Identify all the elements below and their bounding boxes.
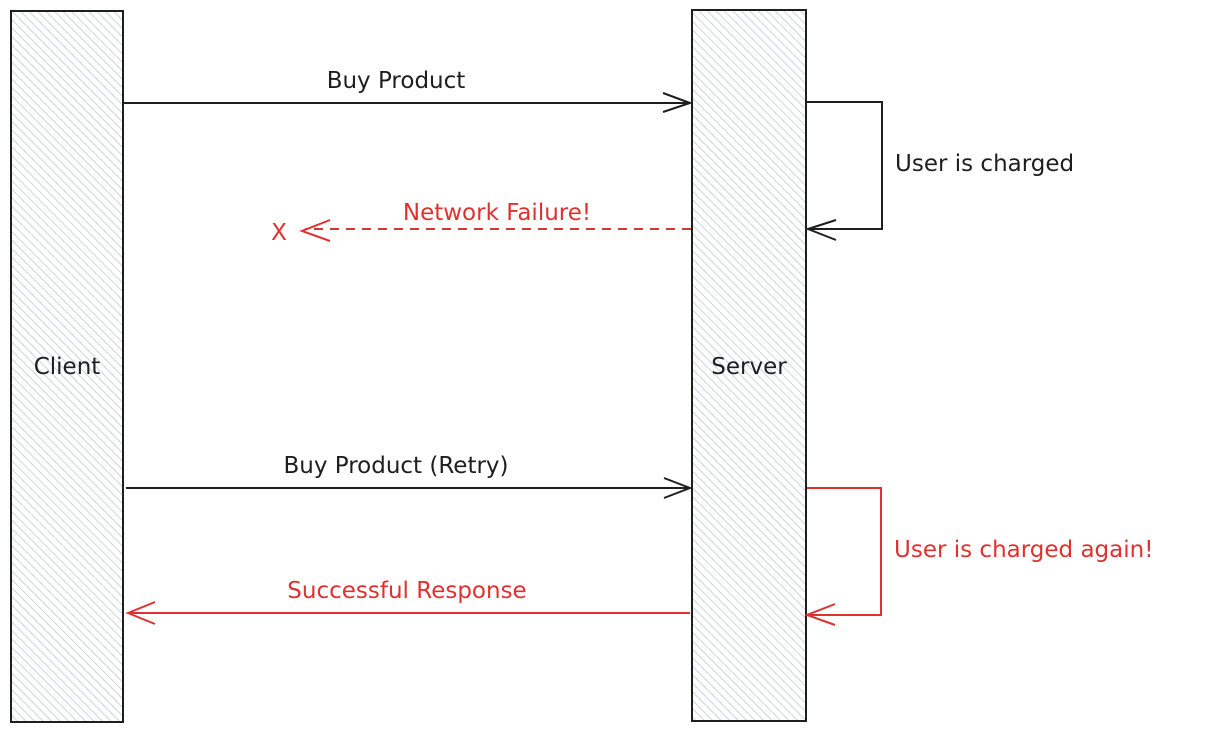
- server-label: Server: [711, 354, 787, 380]
- server-lifeline-box[interactable]: [691, 9, 807, 722]
- arrowhead-left-icon: [804, 603, 836, 626]
- server-lifeline[interactable]: Server: [691, 9, 807, 722]
- self-loop-user-charged[interactable]: User is charged: [805, 101, 1074, 241]
- arrowhead-left-icon: [805, 219, 837, 241]
- self-loop-user-charged-again[interactable]: User is charged again!: [804, 487, 1153, 626]
- message-network-failure[interactable]: Network Failure! X: [271, 200, 691, 246]
- arrowhead-right-icon: [663, 477, 693, 499]
- arrowhead-right-icon: [662, 92, 694, 113]
- loop-line: [807, 101, 883, 230]
- message-successful-response[interactable]: Successful Response: [125, 578, 690, 625]
- client-lifeline[interactable]: Client: [10, 10, 124, 723]
- message-buy-product-retry[interactable]: Buy Product (Retry): [126, 453, 693, 499]
- loop-label: User is charged again!: [894, 537, 1153, 563]
- arrowhead-left-icon: [125, 601, 156, 625]
- loop-label: User is charged: [895, 151, 1074, 177]
- message-buy-product[interactable]: Buy Product: [124, 68, 694, 113]
- lost-message-x-icon: X: [271, 220, 287, 246]
- message-label: Buy Product (Retry): [283, 453, 508, 479]
- client-label: Client: [34, 354, 101, 380]
- message-label: Network Failure!: [403, 200, 591, 226]
- message-label: Buy Product: [327, 68, 466, 94]
- message-label: Successful Response: [287, 578, 526, 604]
- arrowhead-left-icon: [299, 219, 331, 242]
- loop-line: [807, 487, 882, 616]
- client-lifeline-box[interactable]: [10, 10, 124, 723]
